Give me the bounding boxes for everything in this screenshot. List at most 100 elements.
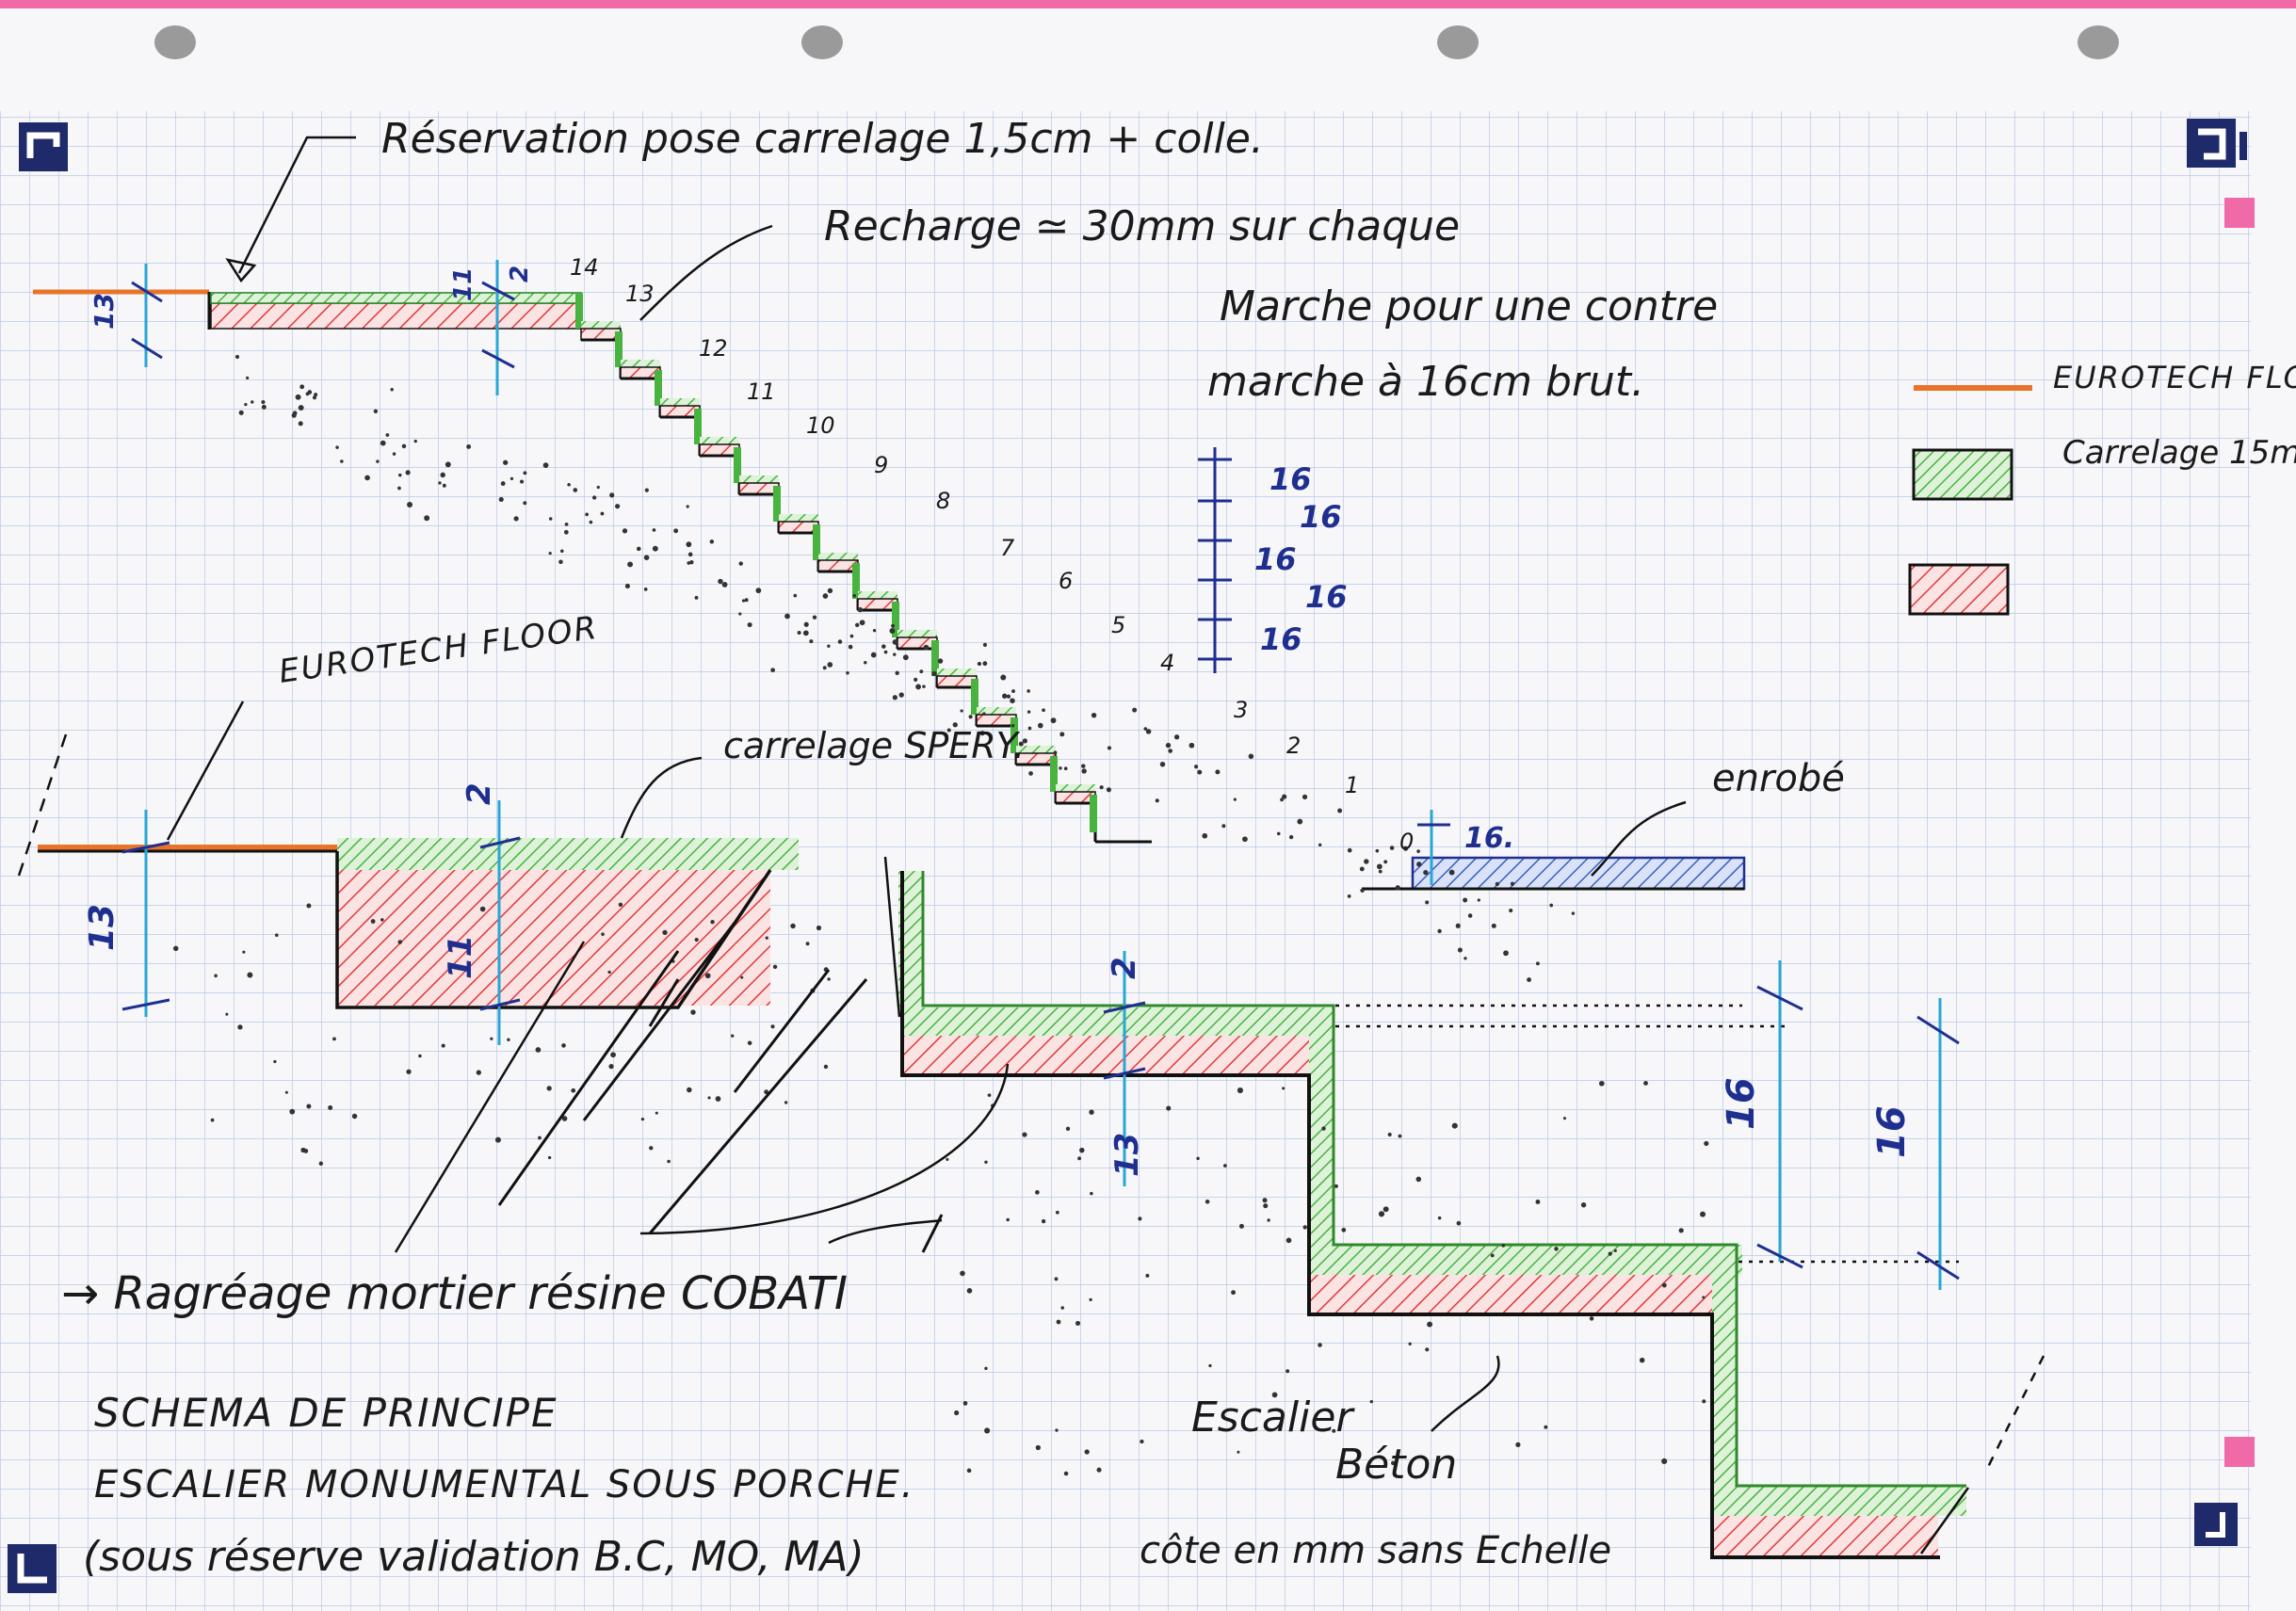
stipple-dot xyxy=(979,731,985,736)
stipple-dot xyxy=(937,658,944,664)
stipple-dot xyxy=(519,479,525,484)
stipple-dot xyxy=(307,390,313,395)
stipple-dot xyxy=(1080,764,1086,768)
step-number-label: 10 xyxy=(806,412,835,439)
enrobe-leader-arrow xyxy=(1591,800,1687,877)
stipple-dot xyxy=(1527,977,1531,983)
stipple-dot xyxy=(1437,928,1442,934)
stipple-dot xyxy=(1006,1217,1010,1222)
detail-landing: 13 2 11 xyxy=(17,701,831,1166)
tread-tile xyxy=(858,591,897,599)
stipple-dot xyxy=(332,1037,336,1041)
stipple-dot xyxy=(747,1040,752,1046)
stipple-dot xyxy=(567,482,571,487)
stipple-dot xyxy=(1448,869,1455,876)
stipple-dot xyxy=(1549,903,1554,908)
stipple-dot xyxy=(397,486,401,491)
stipple-dot xyxy=(793,593,798,598)
stipple-dot xyxy=(895,670,899,675)
stipple-dot xyxy=(312,395,317,400)
stipple-dot xyxy=(1173,734,1180,740)
stipple-dot xyxy=(1288,834,1294,840)
stipple-dot xyxy=(1107,746,1112,750)
stipple-dot xyxy=(242,950,246,954)
tread-mortar xyxy=(659,405,701,418)
stipple-dot xyxy=(1035,1444,1041,1451)
stipple-dot xyxy=(238,410,244,415)
spery-leader-line xyxy=(620,756,703,839)
stipple-dot xyxy=(1055,1428,1059,1432)
stipple-dot xyxy=(1168,749,1173,753)
stipple-dot xyxy=(883,650,888,654)
stipple-dot xyxy=(946,1157,949,1161)
stipple-dot xyxy=(306,903,312,909)
stipple-dot xyxy=(1090,1191,1093,1196)
stipple-dot xyxy=(561,1116,568,1121)
stipple-dot xyxy=(1704,1140,1709,1147)
stipple-dot xyxy=(1451,1122,1458,1129)
stipple-dot xyxy=(848,644,853,650)
stipple-dot xyxy=(622,528,628,534)
stipple-dot xyxy=(790,923,796,929)
asphalt-enrobe xyxy=(1411,856,1746,891)
stipple-dot xyxy=(1140,1439,1144,1444)
riser-dim-label: 16 xyxy=(1260,621,1302,657)
stipple-dot xyxy=(1613,1249,1617,1252)
stipple-dot xyxy=(1515,1442,1521,1447)
stipple-dot xyxy=(816,925,822,931)
riser-tile xyxy=(892,602,899,637)
tread-tile xyxy=(937,669,977,676)
stipple-dot xyxy=(1166,1105,1172,1111)
detail1-tile xyxy=(337,838,799,870)
stipple-dot xyxy=(982,712,986,716)
riser-tile xyxy=(931,640,939,676)
stipple-dot xyxy=(306,1104,312,1109)
stipple-dot xyxy=(275,933,279,937)
stipple-dot xyxy=(1544,1425,1548,1429)
detail2-riser-tile-1 xyxy=(1309,1007,1334,1271)
stipple-dot xyxy=(373,409,379,413)
stipple-dot xyxy=(1027,689,1030,693)
stipple-dot xyxy=(1321,1126,1326,1131)
stipple-dot xyxy=(1369,1399,1374,1404)
stipple-dot xyxy=(987,1093,992,1098)
step-number-label: 12 xyxy=(699,335,728,362)
dim-bottom-label: 16. xyxy=(1464,822,1514,855)
stipple-dot xyxy=(1501,1243,1506,1248)
stipple-dot xyxy=(960,709,963,713)
stipple-dot xyxy=(889,628,896,635)
corner-logo-icon xyxy=(2187,119,2247,168)
stipple-dot xyxy=(747,622,752,628)
stipple-dot xyxy=(770,1024,775,1029)
title-line3: (sous réserve validation B.C, MO, MA) xyxy=(83,1533,865,1581)
detail2-mortar-upper xyxy=(904,1036,1309,1075)
stipple-dot xyxy=(1143,727,1148,731)
stipple-dot xyxy=(1580,1201,1587,1208)
stipple-dot xyxy=(1571,911,1576,915)
stipple-dot xyxy=(984,1427,991,1434)
stipple-dot xyxy=(523,501,527,506)
detail1-outline xyxy=(335,851,772,1009)
stipple-dot xyxy=(837,639,843,644)
stipple-dot xyxy=(1027,710,1031,714)
tread-mortar xyxy=(699,443,740,457)
stipple-dot xyxy=(1010,698,1015,703)
riser-dim-label: 16 xyxy=(1305,579,1348,615)
stipple-dot xyxy=(1091,712,1097,718)
stipple-dot xyxy=(1231,1290,1237,1296)
stipple-dot xyxy=(1639,1357,1645,1363)
stipple-dot xyxy=(523,471,527,475)
stipple-dot xyxy=(1276,831,1281,836)
stipple-dot xyxy=(370,919,376,924)
stair-steps xyxy=(575,293,1152,844)
stipple-dot xyxy=(827,662,833,668)
tread-tile xyxy=(1056,784,1095,792)
stipple-dot xyxy=(1132,707,1138,713)
stipple-dot xyxy=(755,588,762,594)
stipple-dot xyxy=(246,376,250,379)
stipple-dot xyxy=(503,459,509,465)
stipple-dot xyxy=(784,1101,788,1104)
stipple-dot xyxy=(859,620,865,626)
corner-logo-icon xyxy=(8,1544,57,1593)
stipple-dot xyxy=(298,421,303,427)
